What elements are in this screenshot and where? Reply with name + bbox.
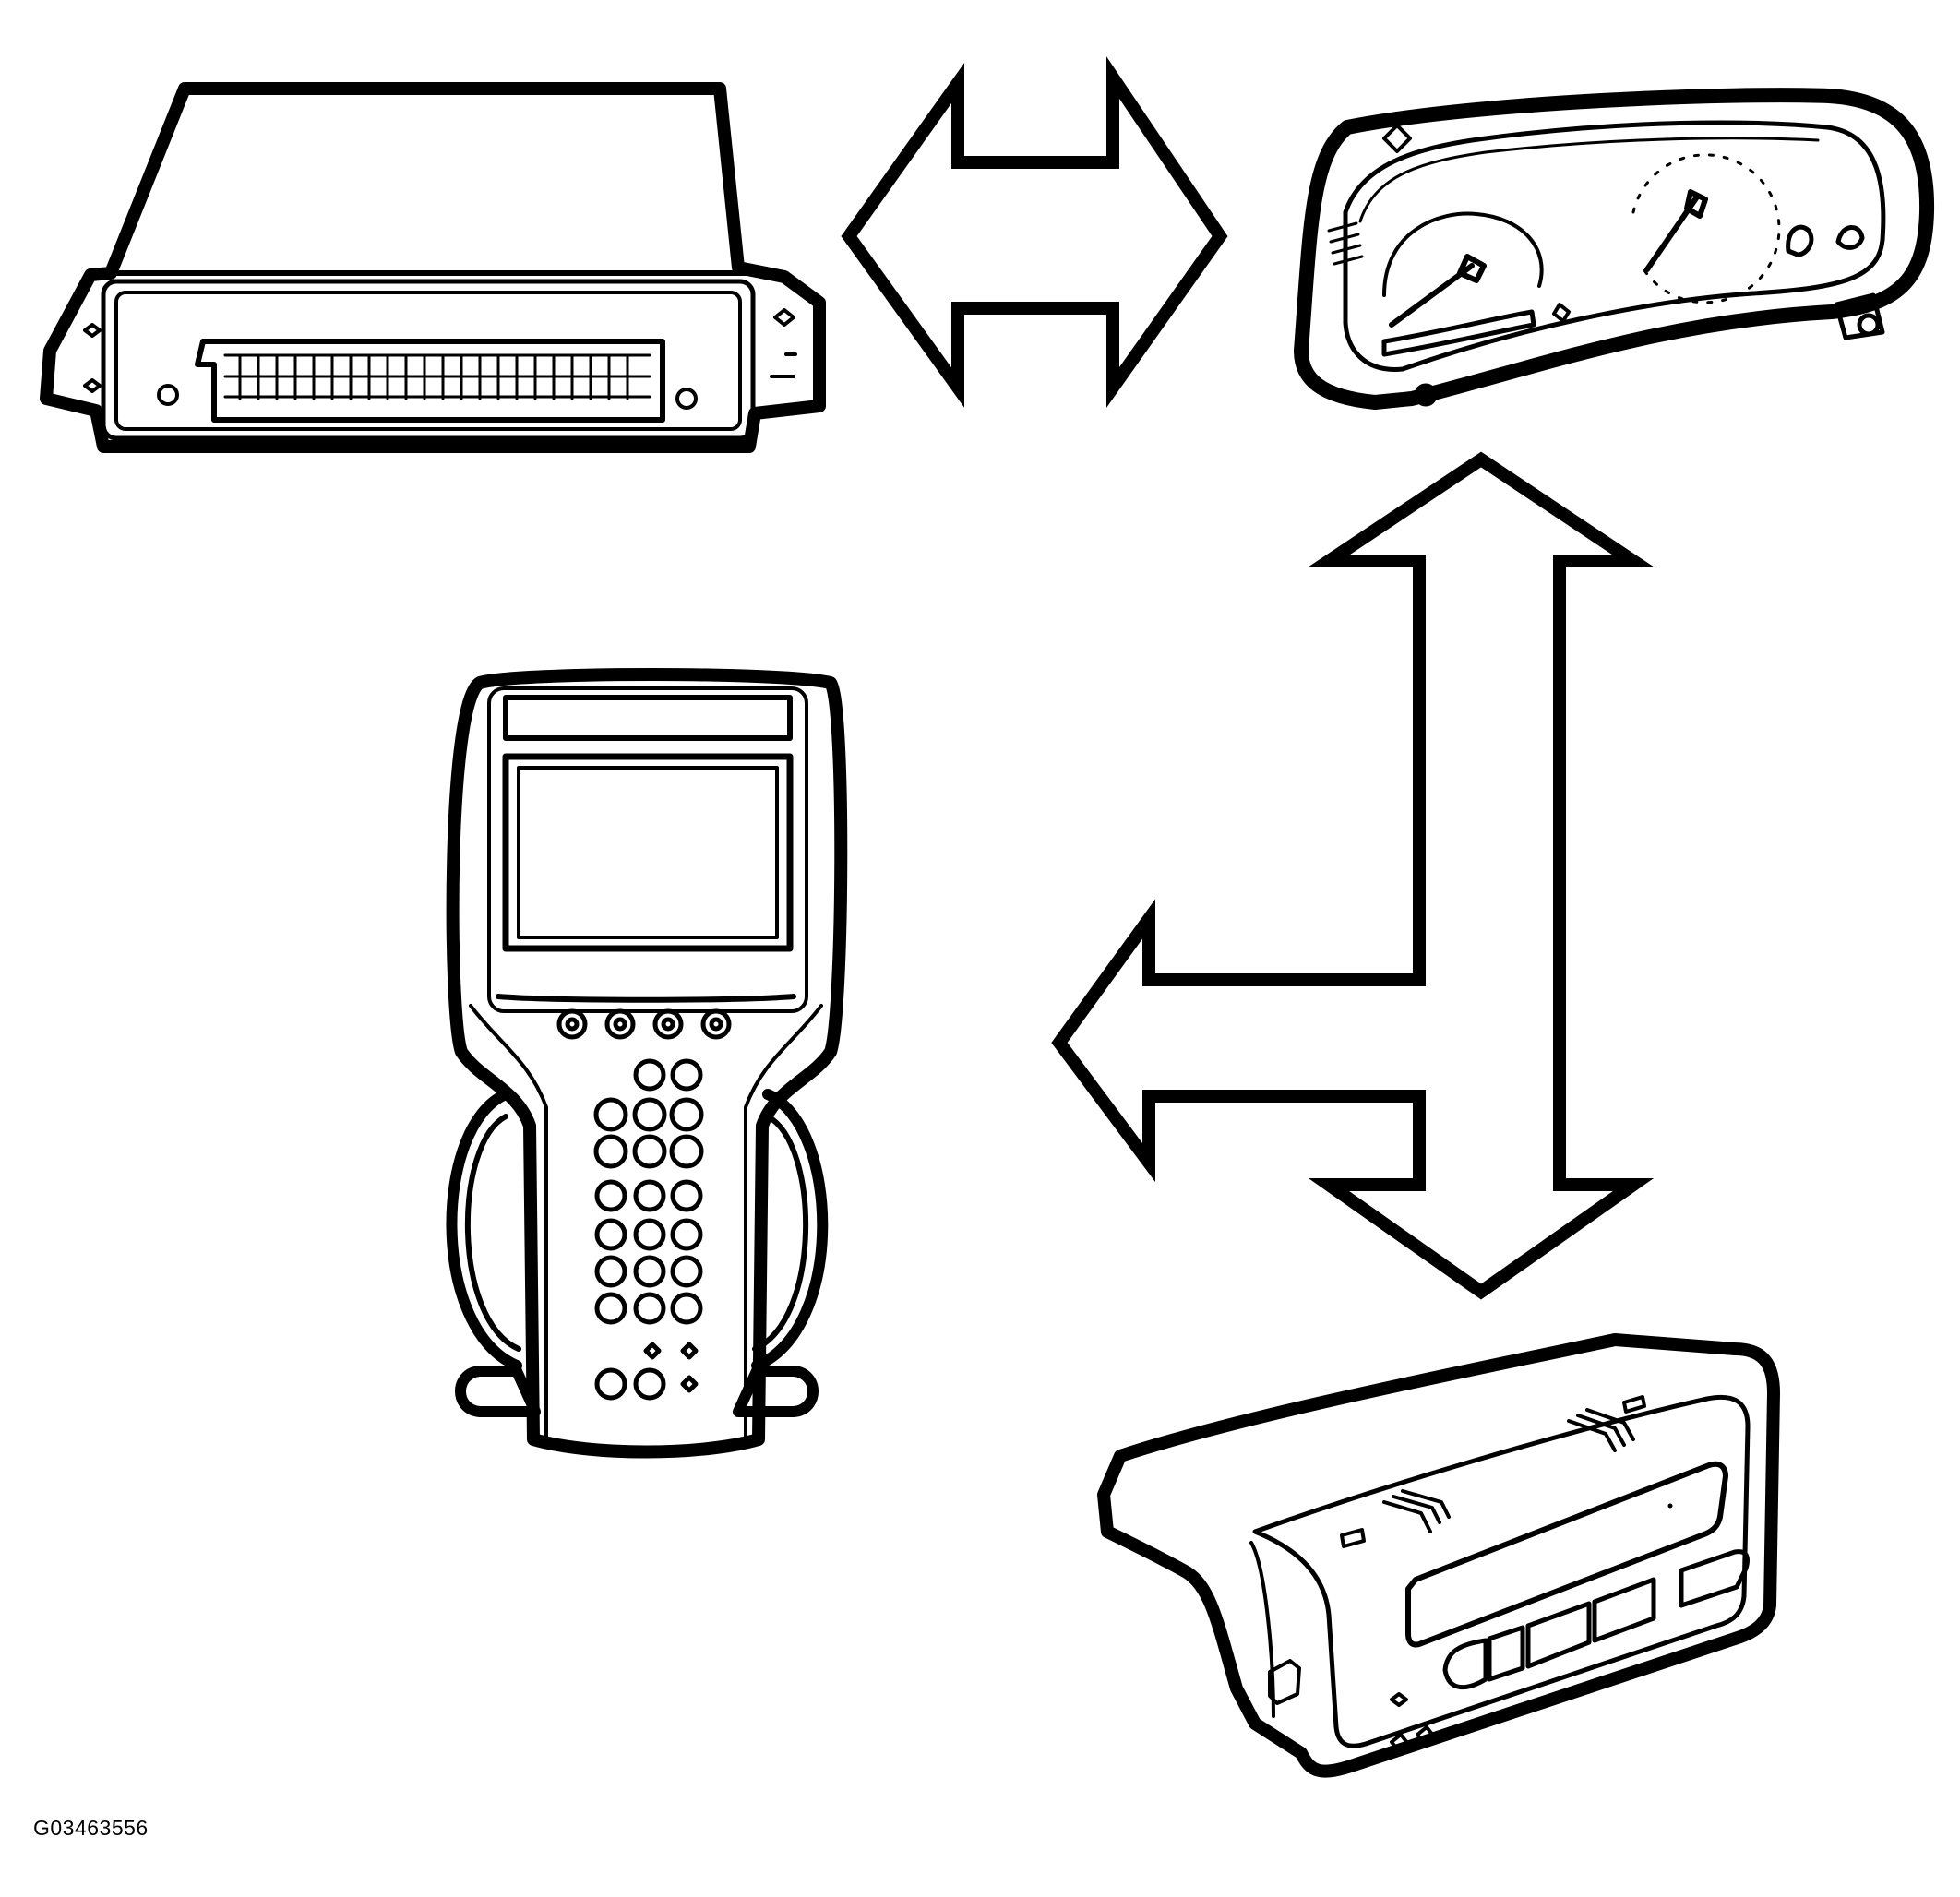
double-arrow-horizontal bbox=[841, 56, 1228, 409]
figure-id-label: G03463556 bbox=[33, 1816, 149, 1840]
gauge-cluster-icon bbox=[1294, 88, 1935, 410]
handheld-scanner-icon bbox=[446, 668, 848, 1459]
ecu-icon bbox=[40, 82, 826, 453]
three-way-arrow bbox=[1051, 451, 1655, 1300]
radio-head-unit-icon bbox=[1097, 1333, 1780, 1778]
